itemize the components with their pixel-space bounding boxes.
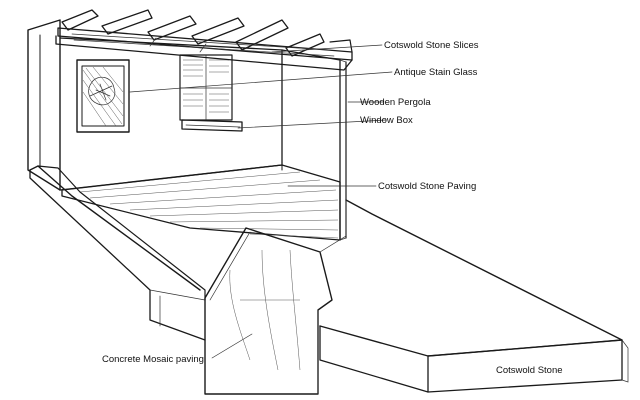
label-concrete-mosaic-paving: Concrete Mosaic paving [102,354,204,365]
right-raised-bed [319,199,629,393]
stained-glass-panel [76,59,130,133]
left-raised-edge [29,165,206,341]
stone-paving [61,164,341,241]
leader-lines [129,44,393,359]
pergola-roof [55,9,353,71]
window [179,54,233,121]
label-cotswold-stone-paving: Cotswold Stone Paving [378,181,476,192]
label-window-box: Window Box [360,115,413,126]
mosaic-path [204,227,333,395]
window-box [181,119,243,132]
label-cotswold-stone-slices: Cotswold Stone Slices [384,40,479,51]
label-cotswold-stone: Cotswold Stone [496,365,563,376]
label-wooden-pergola: Wooden Pergola [360,97,431,108]
label-antique-stain-glass: Antique Stain Glass [394,67,478,78]
